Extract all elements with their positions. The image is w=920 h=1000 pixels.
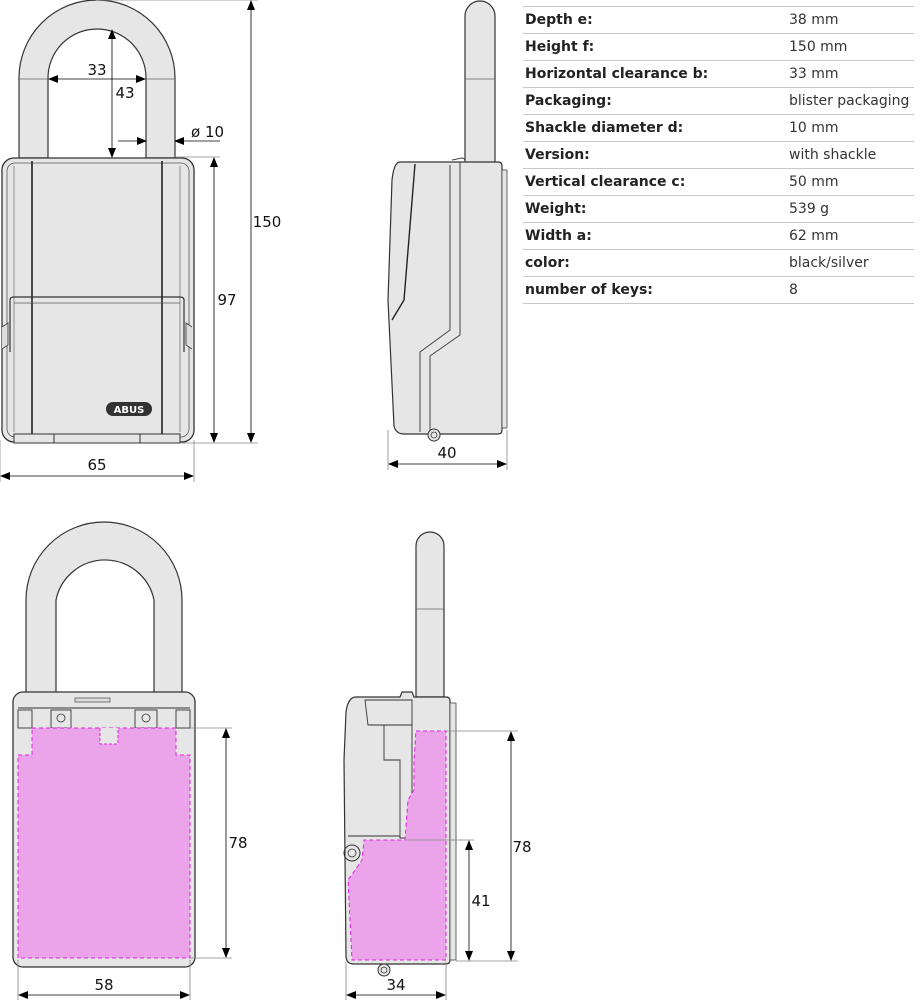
- spec-row: Version: with shackle: [523, 141, 914, 169]
- spec-value: 539 g: [789, 201, 830, 217]
- dim-shackle-height: 43: [115, 84, 134, 102]
- dim-interior-height: 78: [228, 834, 247, 852]
- spec-value: black/silver: [789, 255, 869, 271]
- spec-value: 150 mm: [789, 39, 848, 55]
- dim-body-height: 97: [217, 291, 236, 309]
- spec-value: 8: [789, 282, 798, 298]
- shackle: [18, 0, 176, 159]
- spec-row: Vertical clearance c: 50 mm: [523, 168, 914, 196]
- spec-value: 62 mm: [789, 228, 839, 244]
- side-shackle: [464, 0, 496, 166]
- abus-logo: [106, 402, 152, 416]
- dim-body-width: 65: [87, 456, 106, 474]
- spec-row: color: black/silver: [523, 249, 914, 277]
- spec-row: Packaging: blister packaging: [523, 87, 914, 115]
- dim-total-height: 150: [253, 213, 282, 231]
- side-interior-area: [347, 730, 447, 961]
- spec-label: Vertical clearance c:: [525, 174, 686, 190]
- dim-shackle-width: 33: [87, 61, 106, 79]
- front-interior-drawing: 78 58: [12, 521, 248, 1000]
- specifications-table: Depth e: 38 mm Height f: 150 mm Horizontal…: [523, 6, 914, 304]
- spec-value: 50 mm: [789, 174, 839, 190]
- front-view-drawing: ABUS 33 43 ø 10 150 97 65: [0, 0, 281, 482]
- spec-label: Depth e:: [525, 12, 593, 28]
- spec-row: Horizontal clearance b: 33 mm: [523, 60, 914, 88]
- spec-label: Weight:: [525, 201, 587, 217]
- spec-label: Width a:: [525, 228, 592, 244]
- dim-side-depth: 40: [437, 444, 456, 462]
- spec-label: color:: [525, 255, 570, 271]
- spec-label: number of keys:: [525, 282, 653, 298]
- spec-value: 38 mm: [789, 12, 839, 28]
- spec-row: Weight: 539 g: [523, 195, 914, 223]
- lock-body: [1, 157, 195, 443]
- spec-value: 33 mm: [789, 66, 839, 82]
- spec-row: Depth e: 38 mm: [523, 6, 914, 34]
- spec-value: 10 mm: [789, 120, 839, 136]
- spec-row: Width a: 62 mm: [523, 222, 914, 250]
- dim-side-interior-depth: 34: [386, 976, 405, 994]
- spec-row: Height f: 150 mm: [523, 33, 914, 61]
- side-interior-drawing: 78 41 34: [343, 531, 532, 1000]
- spec-value: with shackle: [789, 147, 877, 163]
- spec-label: Packaging:: [525, 93, 612, 109]
- spec-row: Shackle diameter d: 10 mm: [523, 114, 914, 142]
- spec-label: Horizontal clearance b:: [525, 66, 709, 82]
- dim-side-interior-height: 78: [512, 838, 531, 856]
- spec-label: Height f:: [525, 39, 595, 55]
- spec-label: Version:: [525, 147, 590, 163]
- spec-row: number of keys: 8: [523, 276, 914, 304]
- dim-side-lower-height: 41: [471, 892, 490, 910]
- spec-value: blister packaging: [789, 93, 910, 109]
- svg-text:ABUS: ABUS: [114, 405, 145, 416]
- dim-interior-width: 58: [94, 976, 113, 994]
- side-view-drawing: 40: [387, 0, 508, 470]
- side-body: [387, 161, 503, 435]
- spec-label: Shackle diameter d:: [525, 120, 684, 136]
- interior-area: [17, 727, 191, 959]
- dim-shackle-diameter: ø 10: [191, 123, 224, 141]
